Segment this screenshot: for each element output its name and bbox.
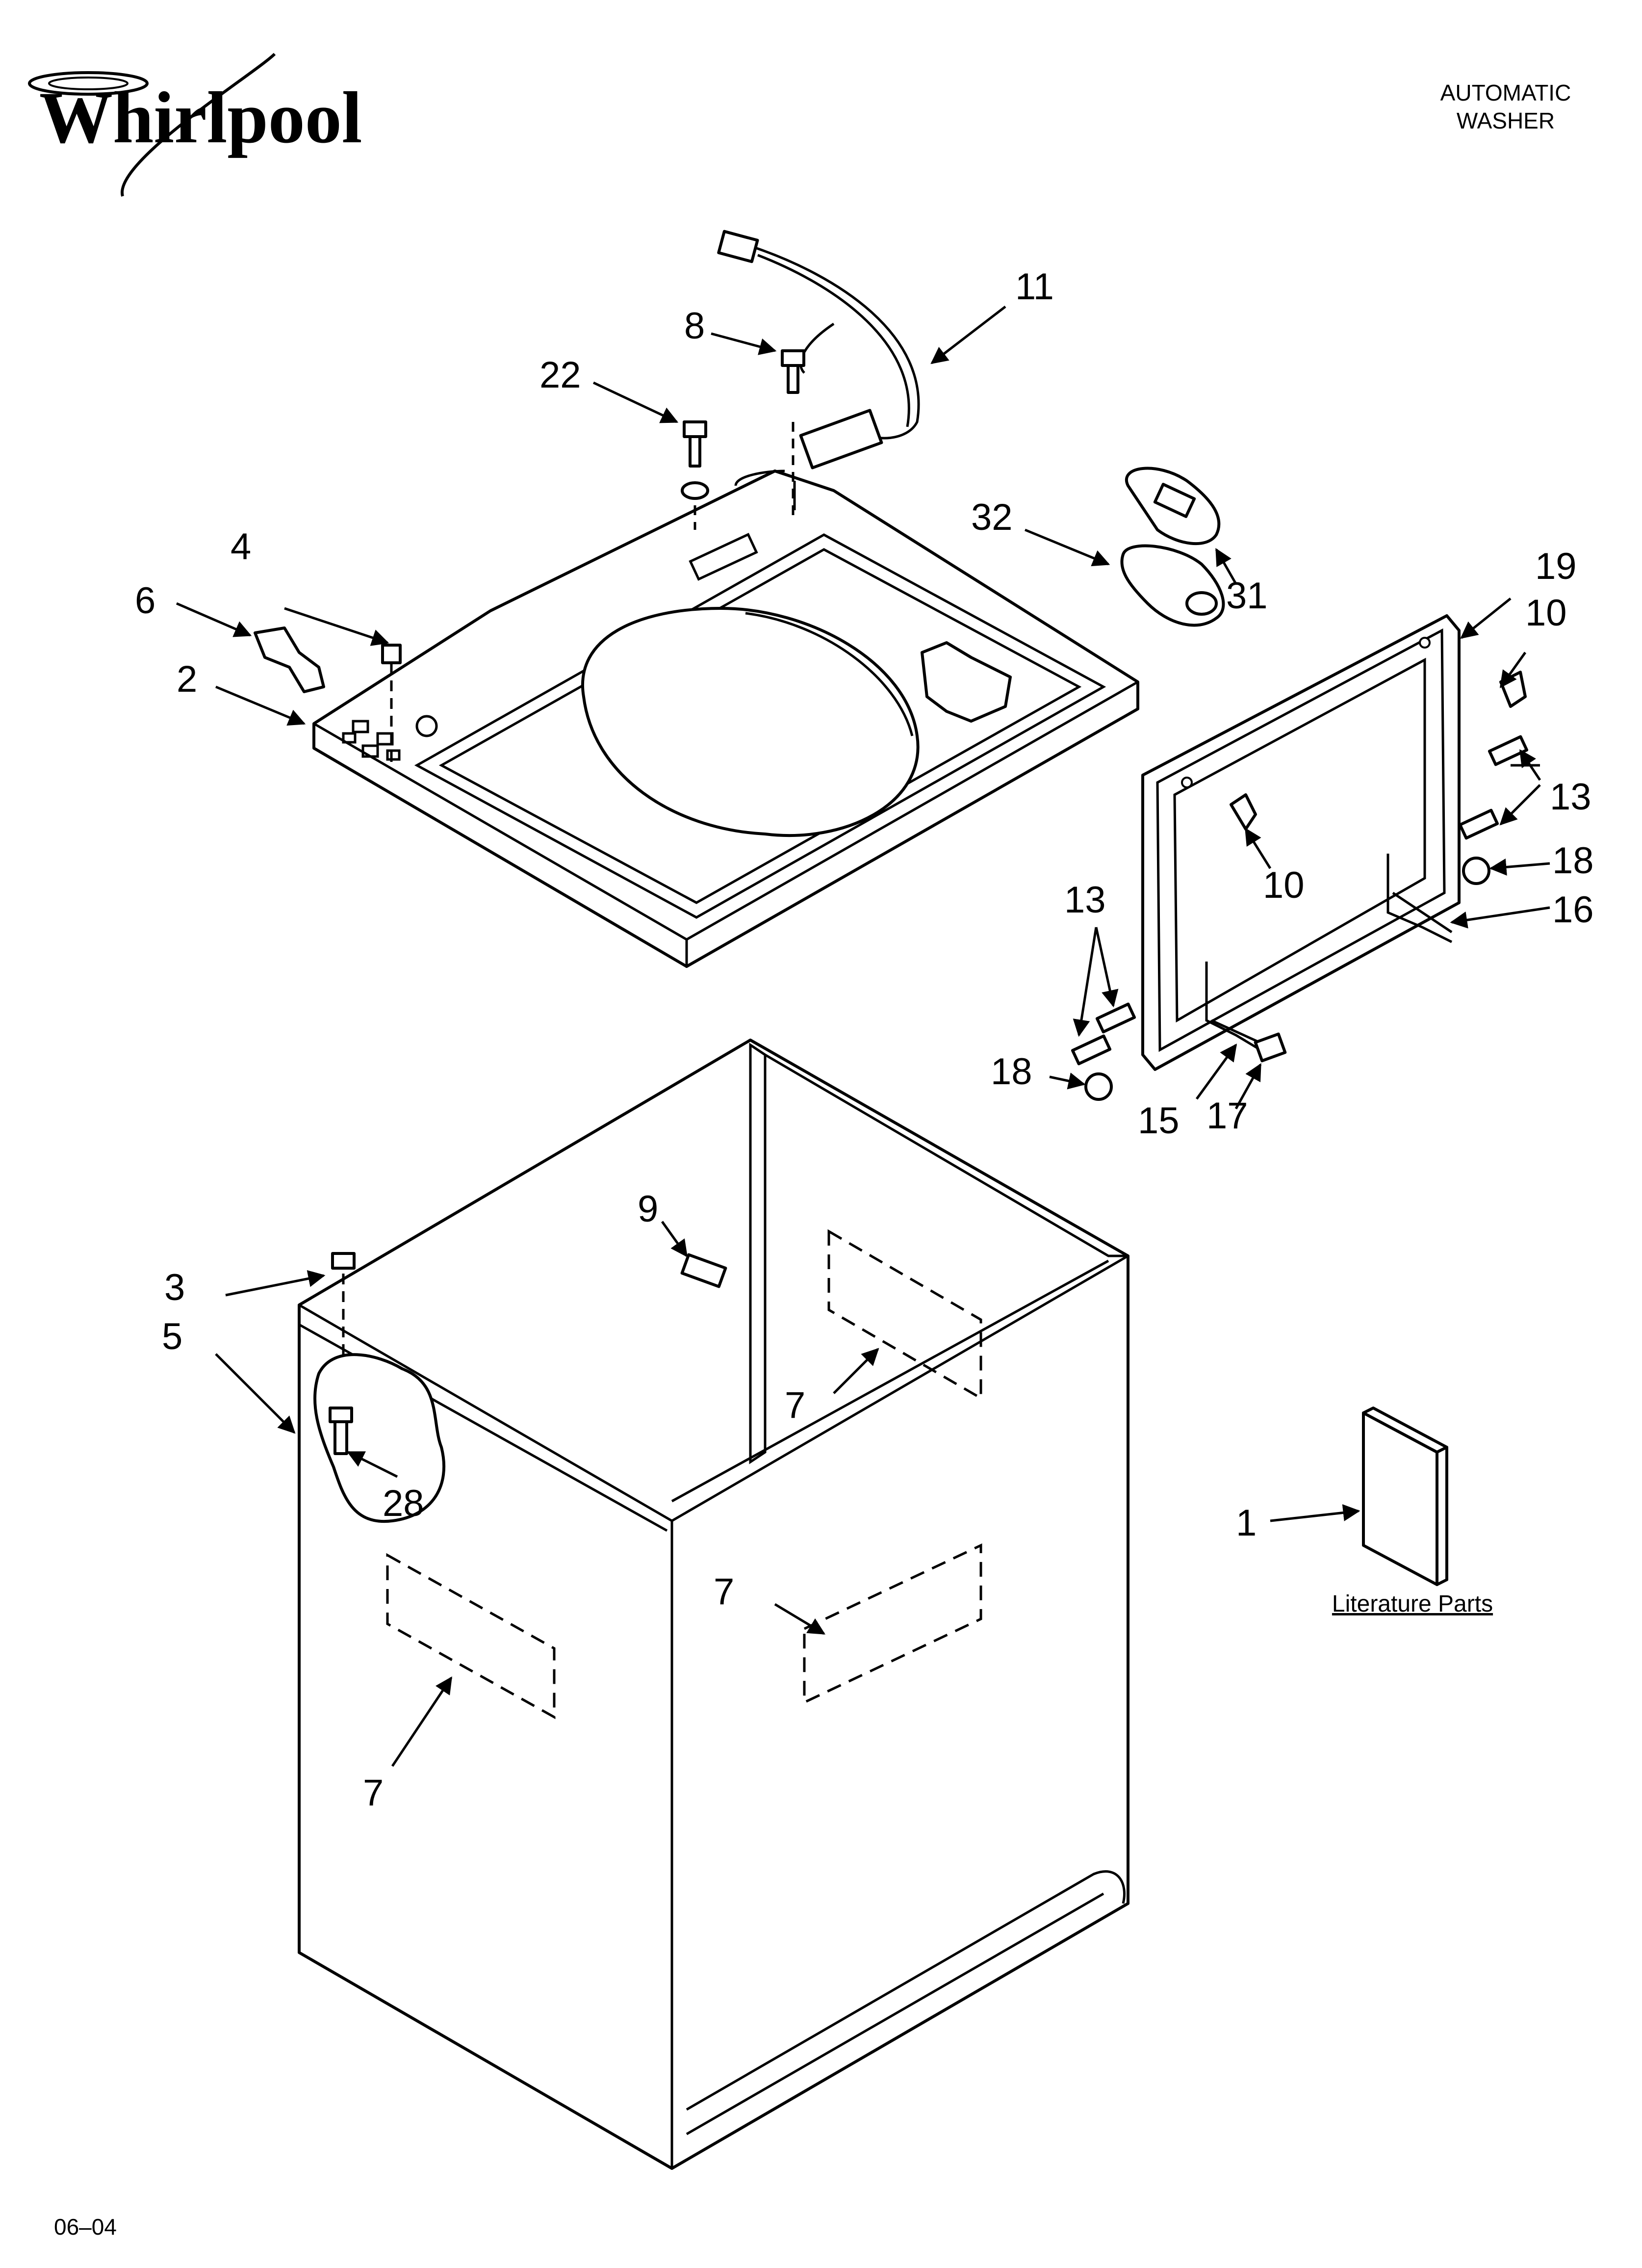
- label-7-left: [386, 1553, 556, 1720]
- callout-11: 11: [1015, 266, 1054, 308]
- label-7-right: [803, 1543, 982, 1704]
- leader-lines: [176, 306, 1550, 1767]
- callout-22: 22: [539, 354, 581, 396]
- screw-9: [680, 1253, 727, 1288]
- callout-5: 5: [162, 1316, 182, 1357]
- screw-13-upper-1: [1488, 735, 1529, 766]
- part-31: [1125, 467, 1221, 546]
- callout-17: 17: [1206, 1095, 1248, 1137]
- callout-13-lower: 13: [1064, 879, 1106, 921]
- callout-9: 9: [638, 1188, 658, 1230]
- callout-15: 15: [1138, 1100, 1180, 1142]
- screw-8: [781, 349, 805, 520]
- bushing-17: [1254, 1032, 1287, 1063]
- lid-frame: [1141, 614, 1461, 1071]
- date-code: 06–04: [54, 2214, 117, 2240]
- callout-28: 28: [383, 1483, 424, 1524]
- bumper-10-upper: [1499, 671, 1527, 708]
- literature-parts-label: Literature Parts: [1332, 1591, 1493, 1617]
- callout-7-back: 7: [785, 1384, 805, 1426]
- callout-6: 6: [135, 580, 155, 622]
- callout-7-left: 7: [363, 1772, 384, 1814]
- bracket-6: [254, 626, 325, 693]
- label-7-back: [827, 1229, 982, 1401]
- cutout-screw-28: [313, 1353, 446, 1523]
- nut-18-upper: [1462, 857, 1490, 885]
- callout-13-upper: 13: [1550, 776, 1591, 818]
- whirlpool-logo: Whirlpool: [28, 52, 362, 197]
- header-title-line2: WASHER: [1457, 108, 1555, 133]
- cabinet: [298, 1039, 1129, 2170]
- part-32: [1120, 544, 1225, 627]
- header-title-line1: AUTOMATIC: [1440, 80, 1571, 105]
- screw-13-lower-1: [1095, 1002, 1136, 1034]
- callout-4: 4: [231, 526, 251, 568]
- wiring-harness: [717, 230, 920, 510]
- callout-18-upper: 18: [1552, 840, 1594, 882]
- callout-3: 3: [164, 1267, 185, 1308]
- callout-32: 32: [971, 496, 1013, 538]
- bumper-10-lower: [1230, 793, 1257, 831]
- callout-1: 1: [1236, 1502, 1257, 1544]
- callout-19: 19: [1535, 546, 1577, 587]
- callout-10-upper: 10: [1525, 592, 1567, 634]
- callout-2: 2: [177, 658, 197, 700]
- screw-13-upper-2: [1458, 808, 1499, 840]
- callout-31: 31: [1226, 575, 1268, 617]
- callout-18-lower: 18: [991, 1051, 1032, 1093]
- literature-parts: [1362, 1407, 1448, 1586]
- screw-13-lower-2: [1071, 1034, 1112, 1066]
- clip-4: [381, 644, 402, 765]
- logo-text: Whirlpool: [39, 77, 362, 158]
- callout-10-lower: 10: [1263, 864, 1305, 906]
- callout-16: 16: [1552, 889, 1594, 931]
- nut-18-lower: [1084, 1072, 1113, 1101]
- hinge-pin-16: [1392, 891, 1453, 934]
- callout-7-right: 7: [714, 1571, 734, 1613]
- screw-22: [681, 420, 709, 530]
- callout-8: 8: [684, 305, 705, 347]
- top-panel: [312, 469, 1139, 968]
